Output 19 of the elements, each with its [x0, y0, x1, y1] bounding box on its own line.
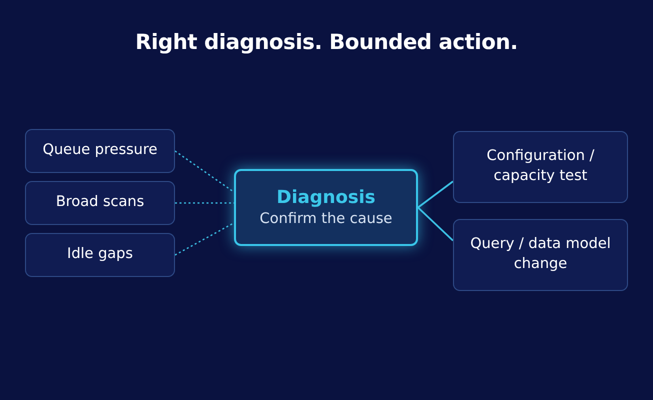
- highlighted-box: [234, 169, 418, 246]
- connector-line: [417, 206, 454, 242]
- process-box: [25, 129, 175, 173]
- process-box: [25, 233, 175, 277]
- connector-line: [417, 180, 454, 208]
- box-text: Confirm the cause: [260, 210, 392, 229]
- box-text: Queue pressure: [42, 141, 158, 160]
- process-box: [25, 181, 175, 225]
- process-box: [453, 131, 628, 203]
- title: Right diagnosis. Bounded action.: [134, 30, 519, 54]
- box-text: Broad scans: [56, 193, 144, 212]
- dotted-connector: [174, 222, 234, 256]
- box-text: Query / data model change: [469, 235, 612, 274]
- dotted-connector: [174, 150, 234, 193]
- box-text: Configuration / capacity test: [486, 147, 596, 186]
- box-text: Idle gaps: [67, 245, 133, 264]
- box-heading: Diagnosis: [276, 186, 376, 210]
- dotted-connector: [175, 202, 234, 204]
- process-box: [453, 219, 628, 291]
